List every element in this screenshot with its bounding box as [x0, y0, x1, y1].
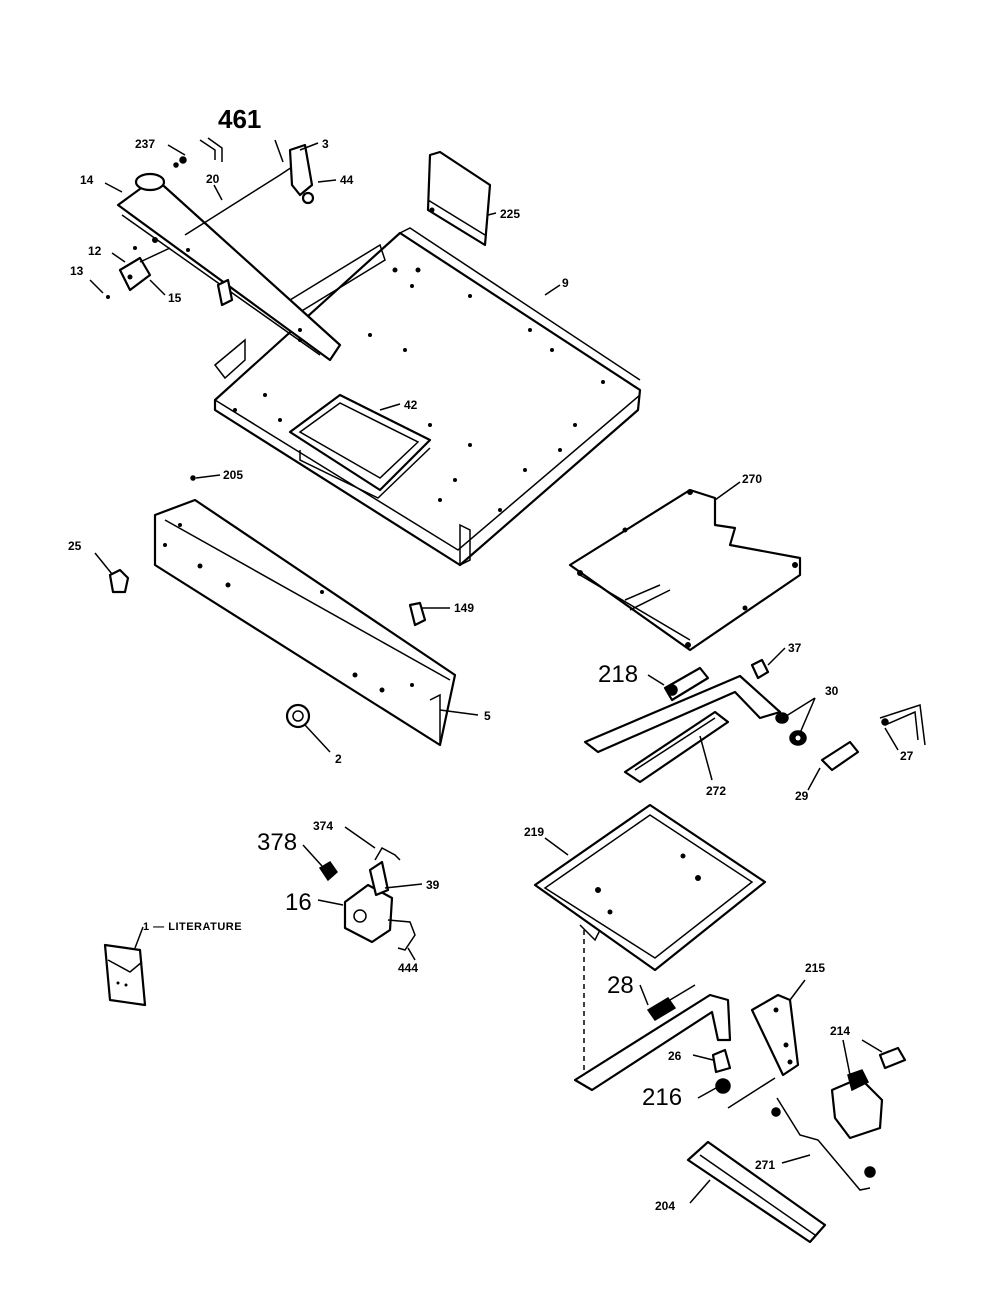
label-30: 30 — [825, 684, 839, 698]
label-214: 214 — [830, 1024, 850, 1038]
label-20: 20 — [206, 172, 220, 186]
part-27-tube — [879, 704, 926, 746]
part-15-bracket — [106, 246, 171, 299]
label-44: 44 — [340, 173, 354, 187]
part-25-clip — [108, 568, 130, 594]
part-216-nut — [715, 1078, 731, 1094]
part-29-fitting — [820, 740, 860, 772]
label-270: 270 — [742, 472, 762, 486]
part-205-screw — [190, 475, 196, 481]
label-27: 27 — [900, 749, 914, 763]
part-42-opening-frame — [288, 393, 432, 499]
label-225: 225 — [500, 207, 520, 221]
part-270-plate — [568, 488, 802, 652]
label-9: 9 — [562, 276, 569, 290]
part-5-front-panel — [153, 498, 457, 747]
label-219: 219 — [524, 825, 544, 839]
label-204: 204 — [655, 1199, 675, 1213]
label-15: 15 — [168, 291, 182, 305]
label-5: 5 — [484, 709, 491, 723]
part-30-orifice — [775, 712, 807, 746]
literature-booklet — [103, 943, 147, 1007]
part-225-shield — [426, 150, 492, 247]
label-237: 237 — [135, 137, 155, 151]
part-26-fitting — [711, 1048, 732, 1074]
part-9-burner-box — [213, 227, 642, 567]
part-20-tube — [173, 137, 315, 236]
label-215: 215 — [805, 961, 825, 975]
part-149-clip — [408, 601, 427, 627]
label-16: 16 — [285, 889, 312, 916]
label-28: 28 — [607, 972, 634, 999]
label-29: 29 — [795, 789, 809, 803]
part-28-lower-burner — [573, 984, 732, 1092]
label-378: 378 — [257, 829, 297, 856]
part-219-tray — [533, 803, 767, 972]
label-374: 374 — [313, 819, 333, 833]
label-13: 13 — [70, 264, 84, 278]
part-214-valve — [830, 1046, 907, 1140]
part-labels: 461 3 237 14 20 44 225 12 13 15 9 42 205… — [68, 104, 914, 1213]
label-literature: 1 — LITERATURE — [143, 921, 242, 933]
label-26: 26 — [668, 1049, 682, 1063]
label-14: 14 — [80, 173, 94, 187]
label-205: 205 — [223, 468, 243, 482]
part-271-tube — [776, 1097, 871, 1191]
part-14-manifold — [116, 172, 342, 362]
part-2-knob — [285, 703, 311, 729]
label-444: 444 — [398, 961, 418, 975]
label-2: 2 — [335, 752, 342, 766]
label-25: 25 — [68, 539, 82, 553]
label-39: 39 — [426, 878, 440, 892]
part-378-cap — [318, 860, 338, 882]
part-218-burner — [583, 666, 782, 754]
part-215-bracket — [750, 993, 800, 1077]
label-216: 216 — [642, 1084, 682, 1111]
label-218: 218 — [598, 661, 638, 688]
part-272-strip — [623, 710, 730, 784]
label-12: 12 — [88, 244, 102, 258]
part-374-tube — [374, 846, 401, 861]
label-42: 42 — [404, 398, 418, 412]
label-3: 3 — [322, 137, 329, 151]
label-272: 272 — [706, 784, 726, 798]
label-461: 461 — [218, 104, 261, 134]
part-16-valve — [343, 860, 416, 951]
label-37: 37 — [788, 641, 802, 655]
part-204-rail — [686, 1140, 827, 1244]
part-37-clip — [750, 658, 770, 680]
label-149: 149 — [454, 601, 474, 615]
label-271: 271 — [755, 1158, 775, 1172]
leader-lines — [89, 139, 899, 1204]
